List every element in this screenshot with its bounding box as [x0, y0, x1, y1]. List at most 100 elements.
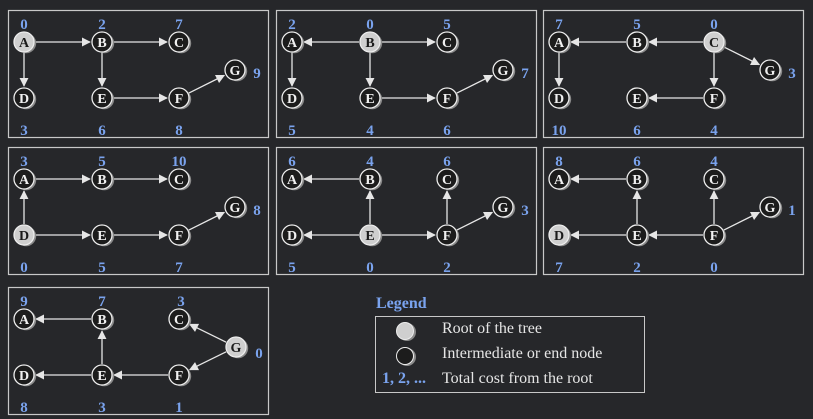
node-circle: [436, 87, 458, 109]
node-circle: [626, 224, 648, 246]
cost-label: 4: [710, 154, 718, 170]
node-label: F: [443, 92, 452, 107]
node-circle: [281, 87, 303, 109]
root-node-circle: [13, 224, 35, 246]
graph-node: A: [548, 168, 572, 191]
node-label: D: [287, 229, 297, 244]
node-circle: [492, 59, 514, 81]
cost-label: 6: [288, 154, 296, 170]
cost-label: 10: [552, 123, 567, 139]
edge-arrow: [723, 46, 761, 66]
node-circle: [548, 87, 570, 109]
panel-frame: [275, 9, 538, 139]
node-label: B: [97, 173, 106, 188]
node-circle: [626, 87, 648, 109]
graph-node: G: [492, 196, 516, 219]
graph-node: F: [703, 87, 727, 110]
node-label: D: [19, 369, 29, 384]
cost-label: 6: [633, 154, 641, 170]
graph-node: D: [13, 87, 37, 110]
node-label: B: [365, 36, 374, 51]
graph-node: A: [281, 31, 305, 54]
graph-node: E: [626, 224, 650, 247]
node-label: G: [230, 64, 241, 79]
root-node-circle: [703, 31, 725, 53]
panel-frame: [275, 146, 538, 276]
graph-node: E: [91, 87, 115, 110]
graph-node: A: [13, 308, 37, 331]
root-node-circle: [225, 336, 247, 358]
node-circle: [13, 87, 35, 109]
cost-label: 3: [20, 123, 28, 139]
node-label: C: [174, 313, 184, 328]
cost-label: 5: [288, 123, 296, 139]
node-circle: [224, 59, 246, 81]
graph-node: A: [13, 168, 37, 191]
graph-node: B: [91, 31, 115, 54]
graph-node: C: [168, 168, 192, 191]
edge-arrow: [456, 211, 494, 231]
cost-label: 7: [555, 17, 563, 33]
node-label: G: [230, 201, 241, 216]
node-label: E: [632, 229, 641, 244]
root-node-circle: [13, 31, 35, 53]
graph-node: G: [759, 59, 783, 82]
node-label: B: [632, 36, 641, 51]
node-label: G: [765, 201, 776, 216]
graph-node: B: [91, 308, 115, 331]
node-label: D: [19, 92, 29, 107]
cost-label: 8: [555, 154, 563, 170]
node-circle: [548, 168, 570, 190]
graph-node: A: [13, 31, 37, 54]
node-label: D: [554, 229, 564, 244]
graph-node: D: [281, 224, 305, 247]
node-circle: [548, 31, 570, 53]
node-label: E: [97, 369, 106, 384]
node-circle: [91, 31, 113, 53]
legend-row-cost: 1, 2, ... Total cost from the root: [376, 369, 644, 393]
node-label: G: [498, 201, 509, 216]
graph-node: G: [225, 336, 249, 359]
node-circle: [13, 308, 35, 330]
node-label: E: [365, 92, 374, 107]
cost-label: 2: [288, 17, 296, 33]
node-circle: [91, 87, 113, 109]
graph-node: E: [359, 224, 383, 247]
cost-label: 10: [172, 154, 187, 170]
graph-node: F: [436, 87, 460, 110]
cost-label: 5: [288, 260, 296, 276]
node-label: G: [765, 64, 776, 79]
graph-node: C: [436, 31, 460, 54]
node-circle: [281, 31, 303, 53]
graph-node: D: [13, 364, 37, 387]
graph-node: F: [168, 364, 192, 387]
node-circle: [626, 168, 648, 190]
cost-label: 0: [255, 346, 263, 362]
cost-label: 2: [98, 17, 106, 33]
cost-label: 5: [443, 17, 451, 33]
edge-arrow: [188, 323, 227, 343]
node-circle: [359, 168, 381, 190]
cost-label: 2: [443, 260, 451, 276]
node-circle: [168, 308, 190, 330]
graph-node: B: [359, 168, 383, 191]
node-circle: [91, 168, 113, 190]
graph-node: C: [703, 31, 727, 54]
node-label: F: [710, 229, 719, 244]
panel-frame: [7, 9, 270, 139]
graph-node: F: [168, 87, 192, 110]
node-circle: [759, 196, 781, 218]
node-circle: [281, 224, 303, 246]
cost-label: 1: [788, 203, 796, 219]
legend-cost-sample: 1, 2, ...: [382, 370, 426, 387]
graph-node: F: [168, 224, 192, 247]
cost-label: 4: [366, 123, 374, 139]
graph-node: G: [492, 59, 516, 82]
cost-label: 6: [633, 123, 641, 139]
cost-label: 3: [20, 154, 28, 170]
